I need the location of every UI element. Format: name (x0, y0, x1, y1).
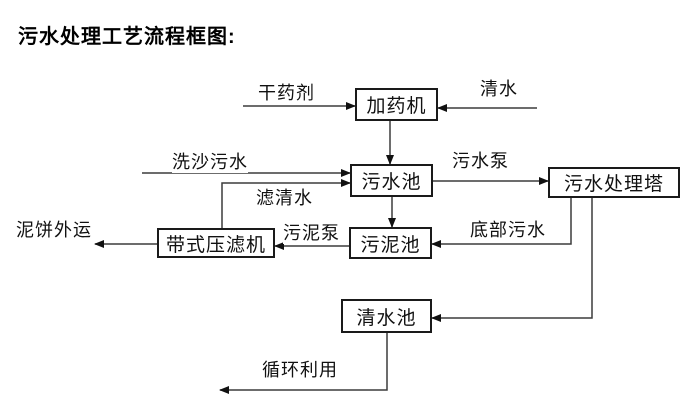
node-clean-water-pool: 清水池 (341, 299, 432, 333)
node-sludge-pool: 污泥池 (349, 227, 432, 259)
edge-clean-water-pool-to-recycle (219, 333, 388, 394)
edge-label-dry-agent: 干药剂 (258, 83, 315, 104)
edge-label-mud-cake-out: 泥饼外运 (16, 220, 92, 241)
edge-label-sludge-pump: 污泥泵 (283, 223, 340, 244)
edge-label-recycle: 循环利用 (262, 360, 338, 381)
edge-filtered-water-to-sewage-pool (221, 179, 351, 228)
node-sewage-pool-label: 污水池 (361, 172, 422, 193)
edge-label-clean-water: 清水 (480, 79, 518, 100)
node-belt-filter-press-label: 带式压滤机 (165, 234, 266, 256)
edge-treatment-tower-to-sludge-pool (431, 198, 572, 248)
edge-treatment-tower-to-clean-water-pool (431, 198, 593, 322)
node-clean-water-pool-label: 清水池 (356, 307, 417, 329)
edge-label-filtered-water: 滤清水 (256, 188, 313, 209)
node-dosing-machine: 加药机 (355, 88, 438, 121)
node-treatment-tower: 污水处理塔 (548, 167, 680, 198)
node-belt-filter-press: 带式压滤机 (157, 228, 275, 258)
edge-label-sand-washing-sewage: 洗沙污水 (172, 152, 248, 173)
node-treatment-tower-label: 污水处理塔 (563, 174, 664, 195)
page-title: 污水处理工艺流程框图: (18, 26, 236, 48)
node-sewage-pool: 污水池 (350, 164, 433, 197)
node-dosing-machine-label: 加药机 (366, 96, 427, 117)
edge-label-bottom-sewage: 底部污水 (470, 220, 546, 241)
edge-label-sewage-pump: 污水泵 (452, 151, 509, 172)
node-sludge-pool-label: 污泥池 (360, 234, 421, 256)
